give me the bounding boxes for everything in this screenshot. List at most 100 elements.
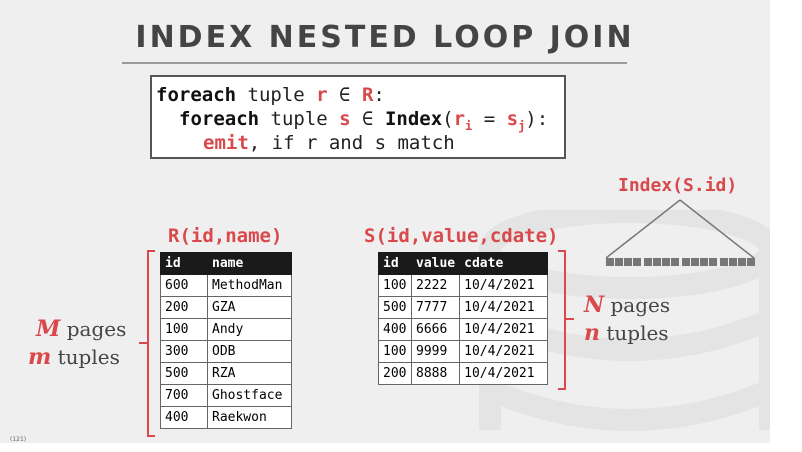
cell-id: 100 — [160, 318, 208, 341]
s-tuples-label: n tuples — [584, 320, 669, 346]
table-s-title: S(id,value,cdate) — [364, 225, 559, 247]
cell-cdate: 10/4/2021 — [459, 340, 548, 363]
r-tuples-label: m tuples — [28, 344, 120, 370]
page-title: INDEX NESTED LOOP JOIN — [135, 20, 635, 55]
pages-text: pages — [60, 317, 127, 341]
sj-subscript: j — [518, 118, 526, 133]
cell-id: 500 — [378, 296, 412, 319]
pages-text: pages — [604, 293, 671, 317]
bracket-tick — [566, 318, 574, 320]
cell-id: 400 — [378, 318, 412, 341]
column-header: id — [378, 252, 412, 275]
cell-id: 500 — [160, 362, 208, 385]
cell-name: ODB — [207, 340, 292, 363]
cell-id: 100 — [378, 274, 412, 297]
cell-value: 9999 — [410, 340, 461, 363]
cell-name: Andy — [207, 318, 292, 341]
cell-id: 400 — [160, 406, 208, 429]
tuples-text: tuples — [600, 321, 669, 345]
code-text: tuple — [236, 84, 317, 106]
n-symbol: n — [584, 320, 600, 346]
s-pages-label: N pages — [584, 292, 670, 318]
cell-cdate: 10/4/2021 — [459, 362, 548, 385]
slide: INDEX NESTED LOOP JOIN foreach tuple r ∈… — [0, 0, 770, 443]
M-symbol: M — [36, 316, 61, 342]
code-line-2: foreach tuple s ∈ Index(ri = sj): — [179, 108, 548, 137]
code-text: ∈ — [327, 84, 362, 106]
code-text: ): — [525, 108, 549, 130]
cell-cdate: 10/4/2021 — [459, 296, 548, 319]
var-sj: sj — [506, 108, 526, 133]
table-r-title: R(id,name) — [168, 225, 283, 247]
btree-index-icon — [605, 199, 755, 266]
index-function: Index — [384, 108, 443, 130]
var-r: r — [316, 84, 328, 106]
cell-name: Ghostface — [207, 384, 292, 407]
cell-name: RZA — [207, 362, 292, 385]
ri-subscript: i — [465, 118, 473, 133]
cell-name: Raekwon — [207, 406, 292, 429]
index-label: Index(S.id) — [618, 175, 738, 196]
cell-id: 700 — [160, 384, 208, 407]
code-text: tuple — [259, 108, 340, 130]
cell-value: 6666 — [410, 318, 461, 341]
slide-number: (121) — [10, 436, 27, 443]
pseudocode-box: foreach tuple r ∈ R: foreach tuple s ∈ I… — [150, 75, 566, 159]
keyword-foreach: foreach — [156, 84, 237, 106]
title-divider — [122, 62, 627, 64]
cell-id: 200 — [160, 296, 208, 319]
sj-base: s — [506, 108, 519, 130]
table-header-row: id name — [160, 252, 292, 275]
m-symbol: m — [28, 344, 52, 370]
bracket-tick — [139, 342, 147, 344]
column-header: cdate — [459, 252, 548, 275]
cell-id: 300 — [160, 340, 208, 363]
keyword-emit: emit — [203, 132, 249, 154]
var-ri: ri — [453, 108, 473, 133]
table-s-bracket — [558, 250, 566, 390]
code-line-1: foreach tuple r ∈ R: — [156, 84, 385, 106]
table-r-bracket — [147, 250, 155, 437]
r-pages-label: M pages — [36, 316, 126, 342]
code-text: ∈ — [350, 108, 385, 130]
cell-cdate: 10/4/2021 — [459, 318, 548, 341]
rel-R: R — [361, 84, 374, 106]
table-header-row: id value cdate — [378, 252, 548, 275]
cell-id: 200 — [378, 362, 412, 385]
code-text: = — [472, 108, 507, 130]
cell-id: 100 — [378, 340, 412, 363]
cell-id: 600 — [160, 274, 208, 297]
N-symbol: N — [584, 292, 605, 318]
code-line-3: emit, if r and s match — [203, 132, 455, 154]
column-header: id — [160, 252, 208, 275]
cell-name: GZA — [207, 296, 292, 319]
code-text: , if r and s match — [248, 132, 455, 154]
column-header: value — [410, 252, 461, 275]
cell-value: 2222 — [410, 274, 461, 297]
cell-value: 7777 — [410, 296, 461, 319]
var-s: s — [339, 108, 351, 130]
code-text: ( — [442, 108, 454, 130]
cell-value: 8888 — [410, 362, 461, 385]
code-text: : — [373, 84, 385, 106]
tuples-text: tuples — [51, 345, 120, 369]
keyword-foreach: foreach — [179, 108, 260, 130]
cell-cdate: 10/4/2021 — [459, 274, 548, 297]
column-header: name — [207, 252, 292, 275]
cell-name: MethodMan — [207, 274, 292, 297]
ri-base: r — [453, 108, 466, 130]
